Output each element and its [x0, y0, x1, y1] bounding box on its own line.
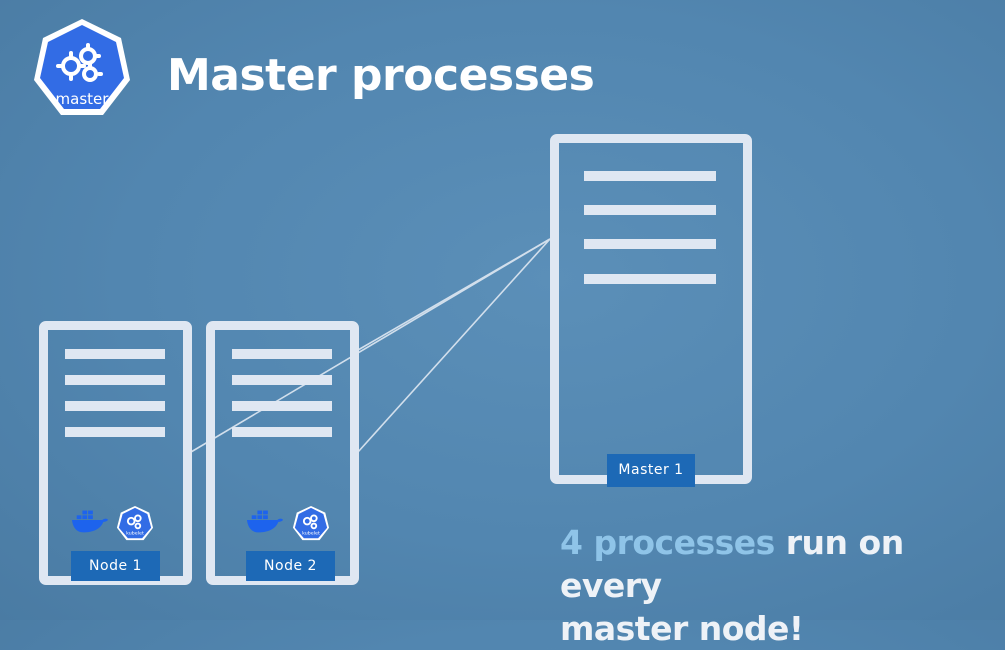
- server-slot: [232, 401, 332, 411]
- kubelet-text: kubelet: [126, 530, 144, 536]
- server-slot: [65, 401, 165, 411]
- server-slot: [65, 375, 165, 385]
- caption-line-1-rest: run on every: [560, 523, 904, 605]
- docker-whale-icon: [71, 510, 109, 533]
- link-node2-master-lower: [357, 238, 551, 453]
- node-1-server: [39, 321, 192, 585]
- link-node2-master: [357, 238, 551, 351]
- master-label: Master 1: [607, 454, 695, 487]
- node-2-label: Node 2: [246, 551, 335, 581]
- master-server: [550, 134, 752, 484]
- server-slot: [232, 375, 332, 385]
- svg-text:master: master: [56, 90, 110, 108]
- kubernetes-master-logo-icon: master: [34, 19, 130, 115]
- page-title: Master processes: [167, 50, 595, 101]
- server-slot: [584, 205, 716, 215]
- server-slot: [232, 349, 332, 359]
- kubelet-icon: kubelet: [116, 505, 154, 541]
- server-slot: [65, 427, 165, 437]
- server-slot: [65, 349, 165, 359]
- caption: 4 processes run on every master node!: [560, 521, 1000, 650]
- kubelet-icon: kubelet: [292, 505, 330, 541]
- kubelet-text: kubelet: [302, 530, 320, 536]
- caption-line-1: 4 processes run on every: [560, 521, 1000, 607]
- server-slot: [584, 171, 716, 181]
- server-slot: [584, 274, 716, 284]
- docker-whale-icon: [246, 510, 284, 533]
- caption-line-2: master node!: [560, 609, 804, 648]
- server-slot: [584, 239, 716, 249]
- caption-highlight: 4 processes: [560, 523, 775, 562]
- node-1-label: Node 1: [71, 551, 160, 581]
- server-slot: [232, 427, 332, 437]
- node-2-server: [206, 321, 359, 585]
